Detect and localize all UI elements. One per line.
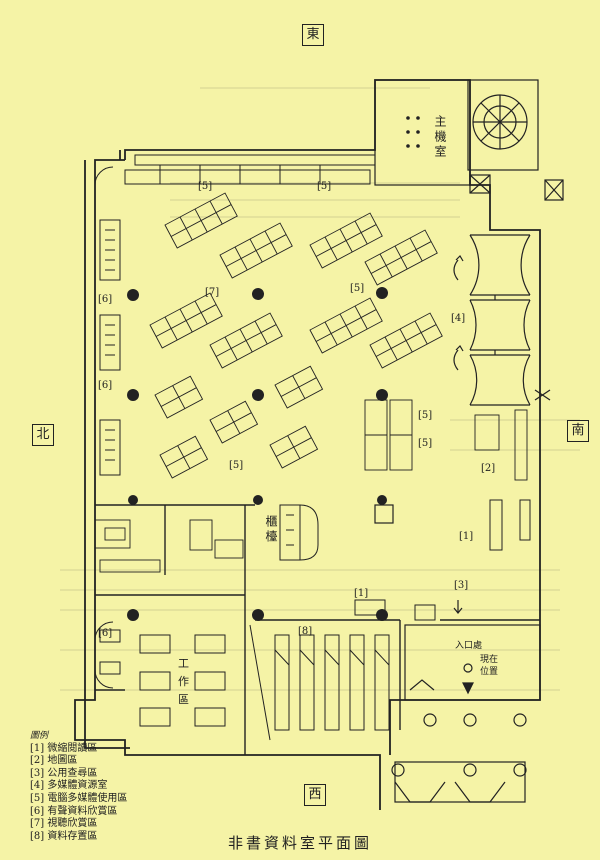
west-shelves [99, 219, 121, 476]
zone-label: [5] [418, 410, 433, 421]
zone-label: [6] [98, 380, 113, 391]
storage-shelves [249, 624, 390, 741]
zone-label: [1] [459, 531, 474, 542]
work-area-label-3: 區 [178, 693, 189, 706]
microfilm-tables [364, 399, 528, 481]
legend-item: [7] 視聽欣賞區 [30, 818, 98, 830]
entrance [391, 624, 541, 803]
zone-label: [2] [481, 463, 496, 474]
info-stand [374, 504, 394, 524]
legend-item: [4] 多媒體資源室 [30, 780, 108, 792]
legend-item: [1] 微縮閱讀區 [30, 742, 98, 754]
workstation-clusters [149, 192, 443, 479]
current-location-label-1: 現在 [480, 655, 499, 665]
zone-label: [3] [454, 580, 469, 591]
zone-label: [8] [298, 626, 313, 637]
legend: 圖例 [1] 微縮閱讀區 [2] 地圖區 [3] 公用查尋區 [4] 多媒體資源… [30, 730, 127, 843]
inner-partitions [95, 504, 540, 755]
top-counter [124, 154, 376, 185]
west-doors [94, 166, 114, 689]
west-office [94, 519, 244, 573]
public-catalog [354, 499, 531, 621]
server-dots [406, 116, 420, 148]
zone-label: [4] [451, 313, 466, 324]
direction-west: 西 [304, 784, 326, 806]
zone-label: [5] [317, 181, 332, 192]
work-area-label-2: 作 [178, 675, 189, 688]
zone-label: [1] [354, 588, 369, 599]
entrance-label: 入口處 [455, 641, 483, 651]
direction-arrows [453, 255, 464, 614]
legend-item: [5] 電腦多媒體使用區 [30, 792, 128, 804]
legend-item: [3] 公用查尋區 [30, 767, 98, 779]
work-area-label-1: 工 [178, 657, 189, 670]
legend-item: [8] 資料存置區 [30, 830, 98, 842]
zone-label: [5] [198, 181, 213, 192]
direction-east: 東 [302, 24, 324, 46]
legend-item: [2] 地圖區 [30, 755, 78, 767]
legend-item: [6] 有聲資料欣賞區 [30, 805, 118, 817]
zone-label: [6] [98, 628, 113, 639]
direction-south: 南 [567, 420, 589, 442]
zone-label: [5] [350, 283, 365, 294]
pillars [127, 287, 388, 621]
plan-caption: 非書資料室平面圖 [227, 834, 372, 852]
counter [279, 504, 319, 561]
server-room-walls [374, 79, 564, 201]
work-desks [99, 629, 226, 727]
direction-north: 北 [32, 424, 54, 446]
server-room-label: 主機室 [433, 115, 447, 160]
counter-label: 櫃檯 [264, 515, 278, 545]
multimedia-rooms [469, 234, 551, 406]
zone-label: [5] [418, 438, 433, 449]
zone-label: [7] [205, 287, 220, 298]
zone-label: [6] [98, 294, 113, 305]
zone-label: [5] [229, 460, 244, 471]
legend-title: 圖例 [30, 731, 49, 741]
current-location-label-2: 位置 [480, 667, 499, 677]
